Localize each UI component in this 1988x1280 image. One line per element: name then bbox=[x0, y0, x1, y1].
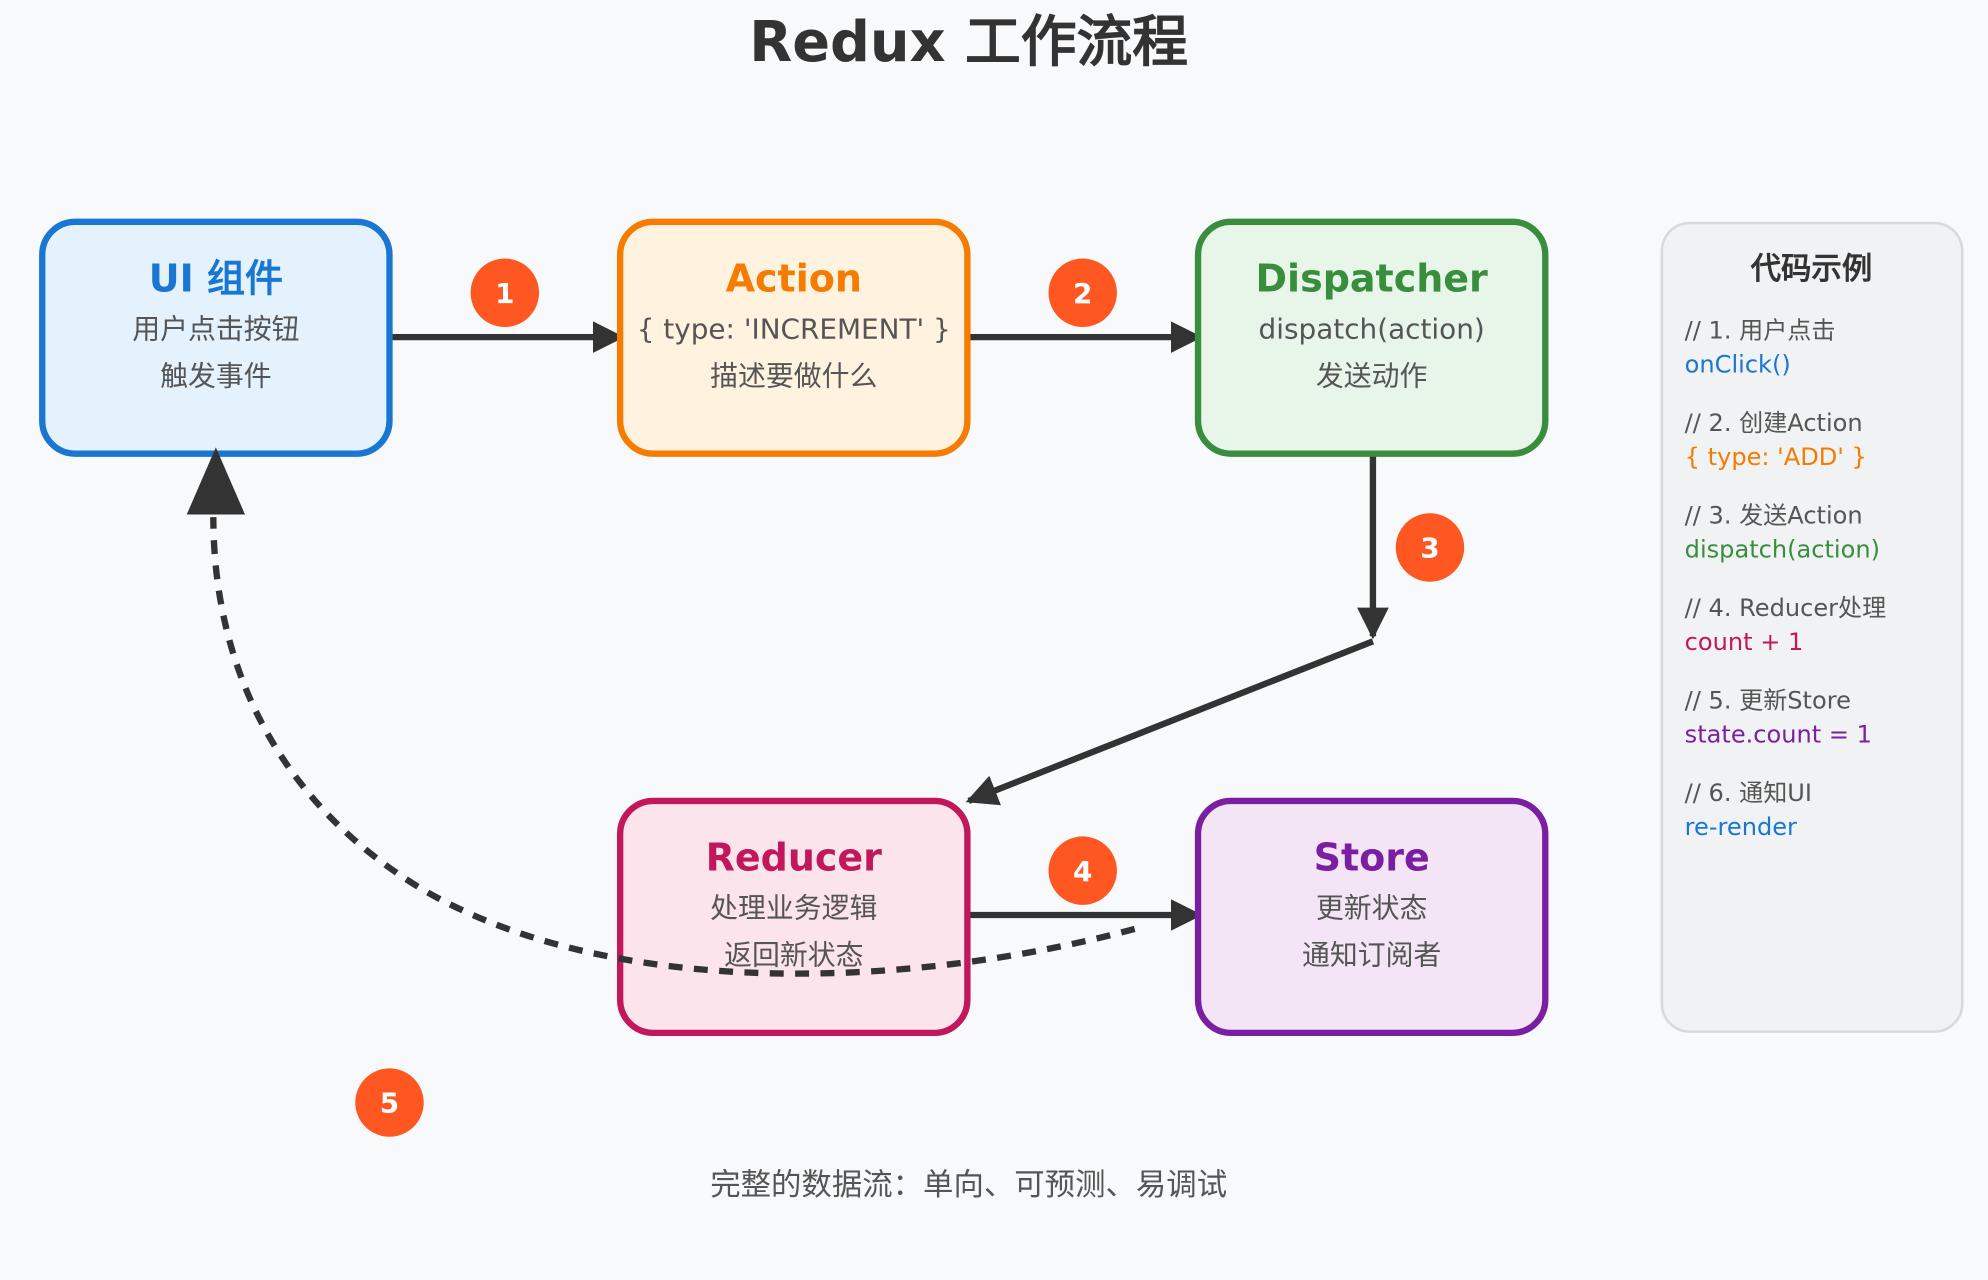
store-box: Store 更新状态 通知订阅者 bbox=[1194, 797, 1549, 1037]
arrow-store-to-ui-dashed bbox=[210, 517, 1136, 977]
action-box-frame bbox=[616, 218, 971, 457]
action-line1: { type: 'INCREMENT' } bbox=[637, 312, 951, 345]
step-badge-4: 4 bbox=[1048, 836, 1117, 905]
step-badge-3-circle bbox=[1395, 513, 1465, 582]
step-badge-4-circle bbox=[1048, 836, 1117, 905]
code-comment-3: // 3. 发送Action bbox=[1685, 501, 1863, 529]
dispatcher-box-frame bbox=[1194, 218, 1549, 457]
arrow-to-reducer bbox=[965, 638, 1375, 806]
code-comment-5: // 5. 更新Store bbox=[1685, 686, 1851, 714]
dispatcher-line2: 发送动作 bbox=[1316, 359, 1428, 392]
code-comment-6: // 6. 通知UI bbox=[1685, 779, 1812, 807]
code-snippet-4: count + 1 bbox=[1685, 628, 1804, 656]
step-badge-3: 3 bbox=[1395, 513, 1465, 582]
reducer-line2: 返回新状态 bbox=[724, 938, 863, 971]
dispatcher-title: Dispatcher bbox=[1256, 256, 1489, 300]
step-badge-1-circle bbox=[470, 258, 540, 327]
dispatcher-box: Dispatcher dispatch(action) 发送动作 bbox=[1194, 218, 1549, 457]
code-comment-4: // 4. Reducer处理 bbox=[1685, 594, 1887, 622]
step-badge-1-number: 1 bbox=[495, 277, 514, 310]
code-snippet-5: state.count = 1 bbox=[1685, 721, 1872, 749]
code-panel-frame bbox=[1660, 221, 1964, 1033]
code-snippet-1: onClick() bbox=[1685, 351, 1791, 379]
store-line2: 通知订阅者 bbox=[1302, 938, 1441, 971]
step-badge-1: 1 bbox=[470, 258, 540, 327]
store-line1: 更新状态 bbox=[1316, 892, 1428, 925]
page-title: Redux 工作流程 bbox=[749, 10, 1188, 75]
code-snippet-3: dispatch(action) bbox=[1685, 536, 1880, 564]
code-snippet-2: { type: 'ADD' } bbox=[1685, 443, 1867, 471]
reducer-box-frame bbox=[616, 797, 971, 1037]
ui-component-title: UI 组件 bbox=[149, 256, 283, 300]
action-title: Action bbox=[726, 256, 862, 300]
step-badge-2-circle bbox=[1048, 258, 1117, 327]
code-snippet-6: re-render bbox=[1685, 813, 1797, 841]
step-badge-5-number: 5 bbox=[380, 1087, 399, 1120]
reducer-box: Reducer 处理业务逻辑 返回新状态 bbox=[616, 797, 971, 1037]
ui-component-line2: 触发事件 bbox=[160, 359, 271, 392]
step-badge-4-number: 4 bbox=[1073, 855, 1092, 888]
step-badge-3-number: 3 bbox=[1420, 532, 1439, 565]
store-title: Store bbox=[1314, 836, 1430, 880]
step-badge-2-number: 2 bbox=[1073, 277, 1092, 310]
ui-component-line1: 用户点击按钮 bbox=[132, 312, 299, 345]
step-badge-5: 5 bbox=[355, 1068, 424, 1137]
step-badge-2: 2 bbox=[1048, 258, 1117, 327]
action-line2: 描述要做什么 bbox=[710, 359, 877, 392]
reducer-line1: 处理业务逻辑 bbox=[710, 892, 877, 925]
store-box-frame bbox=[1194, 797, 1549, 1037]
code-example-panel: 代码示例 // 1. 用户点击 onClick() // 2. 创建Action… bbox=[1660, 221, 1964, 1033]
reducer-title: Reducer bbox=[706, 836, 883, 880]
code-comment-1: // 1. 用户点击 bbox=[1685, 316, 1836, 344]
ui-component-box: UI 组件 用户点击按钮 触发事件 bbox=[39, 218, 393, 457]
footer-caption: 完整的数据流：单向、可预测、易调试 bbox=[710, 1168, 1227, 1203]
code-comment-2: // 2. 创建Action bbox=[1685, 409, 1863, 437]
arrow-store-to-ui-head bbox=[186, 447, 246, 515]
code-panel-title: 代码示例 bbox=[1750, 252, 1873, 287]
action-box: Action { type: 'INCREMENT' } 描述要做什么 bbox=[616, 218, 971, 457]
dispatcher-line1: dispatch(action) bbox=[1259, 312, 1485, 345]
step-badge-5-circle bbox=[355, 1068, 424, 1137]
